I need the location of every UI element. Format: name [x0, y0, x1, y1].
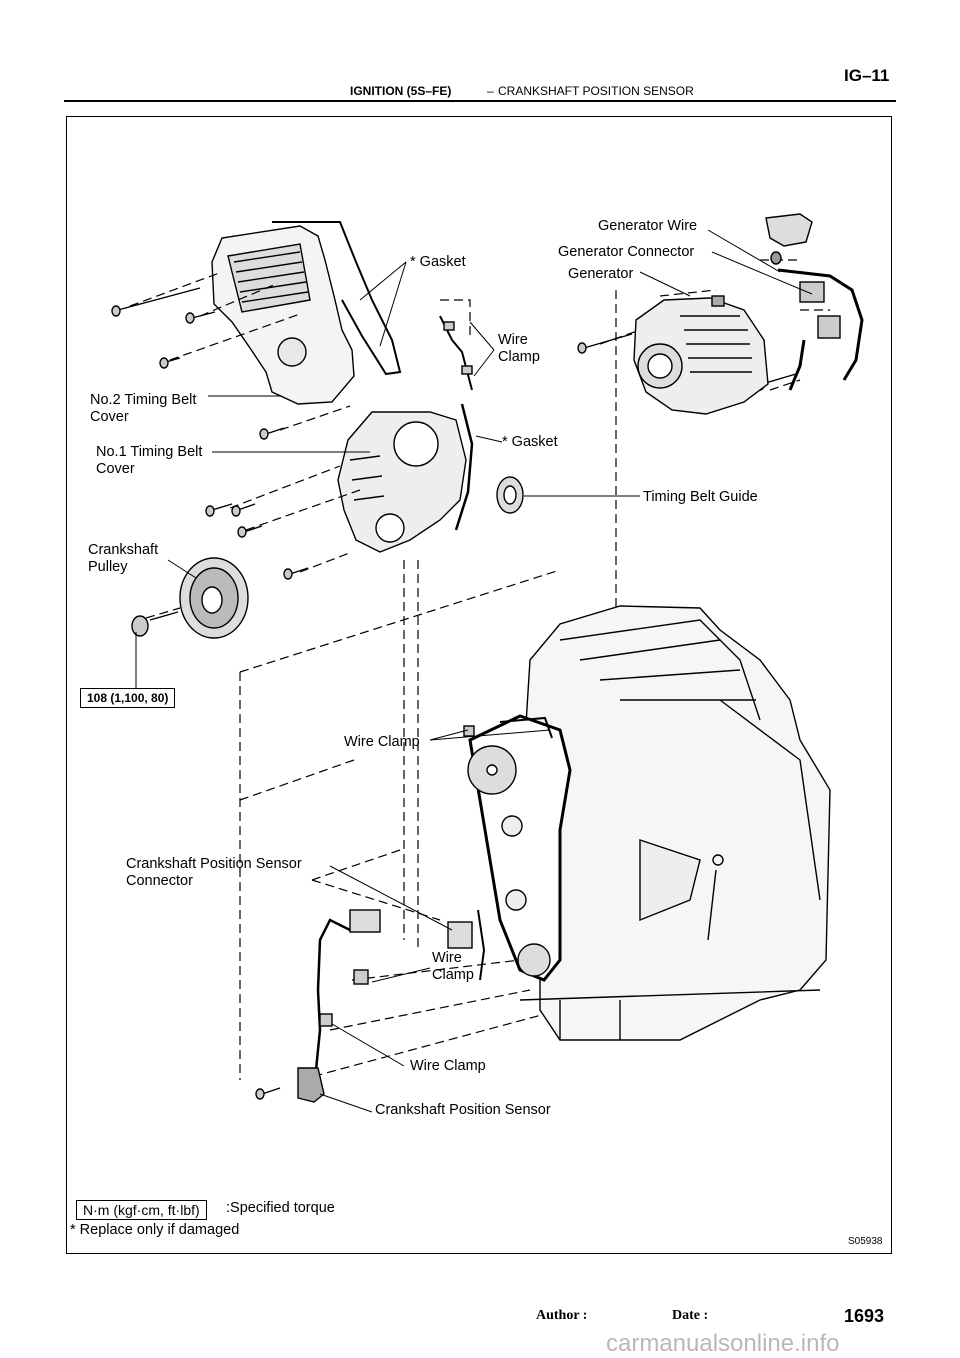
label-wire-clamp-low-line2: Clamp	[432, 967, 474, 983]
no2-timing-belt-cover	[211, 225, 355, 405]
figure-frame	[66, 116, 892, 1254]
label-wire-clamp-low-line1: Wire	[432, 950, 462, 966]
crankshaft-sensor-art	[297, 909, 486, 1103]
generator-wire-art	[765, 213, 864, 391]
label-gasket-top: * Gasket	[410, 254, 466, 270]
legend-unit-box: N·m (kgf·cm, ft·lbf)	[76, 1200, 207, 1220]
label-generator: Generator	[568, 266, 634, 282]
label-wire-clamp-top-line1: Wire	[498, 332, 528, 348]
footer-author: Author :	[536, 1308, 588, 1323]
torque-spec-box: 108 (1,100, 80)	[80, 688, 176, 708]
crankshaft-pulley-art	[131, 557, 249, 639]
label-generator-wire: Generator Wire	[598, 218, 698, 234]
label-cps-connector-line1: Crankshaft Position Sensor	[126, 856, 302, 872]
assembly-lines	[129, 259, 830, 1081]
engine-block-art	[519, 605, 831, 1041]
label-gasket-mid: * Gasket	[502, 434, 558, 450]
generator-art	[633, 295, 769, 415]
header-rule	[64, 100, 896, 102]
leader-lines	[135, 229, 813, 1113]
header-subject: CRANKSHAFT POSITION SENSOR	[498, 84, 694, 98]
label-wire-clamp-bottom: Wire Clamp	[410, 1058, 486, 1074]
timing-belt-guide-art	[496, 476, 524, 514]
label-wire-clamp-mid: Wire Clamp	[344, 734, 420, 750]
label-no2-timing-belt-cover-line2: Cover	[90, 409, 129, 425]
legend-unit-text: :Specified torque	[226, 1200, 335, 1216]
figure-id: S05938	[848, 1236, 883, 1247]
label-cps-connector-line2: Connector	[126, 873, 193, 889]
label-crankshaft-pulley-line1: Crankshaft	[88, 542, 159, 558]
header-section: IGNITION (5S–FE)	[350, 84, 452, 98]
label-no1-timing-belt-cover-line2: Cover	[96, 461, 135, 477]
torque-spec-value: 108 (1,100, 80)	[80, 688, 176, 708]
label-crankshaft-pulley-line2: Pulley	[88, 559, 128, 575]
label-timing-belt-guide: Timing Belt Guide	[643, 489, 758, 505]
footer-date: Date :	[672, 1308, 709, 1323]
page-code: IG–11	[844, 66, 890, 85]
footer-page-number: 1693	[844, 1306, 885, 1326]
wire-clamp-top-art	[439, 315, 473, 391]
timing-belt-art	[463, 714, 572, 982]
header-dash: –	[487, 84, 494, 98]
no1-timing-belt-cover	[337, 411, 467, 553]
label-no2-timing-belt-cover-line1: No.2 Timing Belt	[90, 392, 197, 408]
legend-note: * Replace only if damaged	[70, 1222, 240, 1238]
label-generator-connector: Generator Connector	[558, 244, 695, 260]
watermark: carmanualsonline.info	[606, 1330, 840, 1357]
label-crankshaft-position-sensor: Crankshaft Position Sensor	[375, 1102, 551, 1118]
gasket-upper	[272, 221, 402, 376]
label-no1-timing-belt-cover-line1: No.1 Timing Belt	[96, 444, 203, 460]
gasket-mid	[454, 403, 474, 531]
label-wire-clamp-top-line2: Clamp	[498, 349, 540, 365]
